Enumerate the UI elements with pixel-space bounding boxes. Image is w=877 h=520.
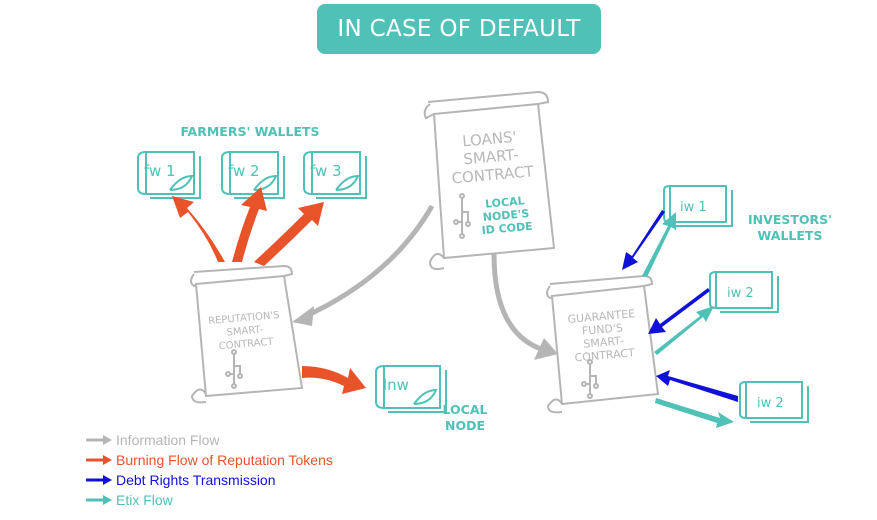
local-node-label-line2: NODE xyxy=(444,418,485,433)
svg-text:iw 2: iw 2 xyxy=(757,396,784,411)
local-node-label: LOCAL NODE xyxy=(440,402,490,434)
wallet-iw2b: iw 2 xyxy=(739,380,809,423)
svg-text:fw 2: fw 2 xyxy=(228,162,260,180)
investors-wallets-label-line2: WALLETS xyxy=(757,228,823,243)
wallet-fw3: fw 3 xyxy=(303,150,367,199)
svg-text:iw 2: iw 2 xyxy=(727,286,754,301)
svg-text:iw 1: iw 1 xyxy=(680,200,707,215)
burn-arrow-lnw xyxy=(302,366,366,394)
legend-label: Debt Rights Transmission xyxy=(116,472,276,488)
burning-flow-arrows xyxy=(172,187,366,394)
etix-flow-arrows xyxy=(642,212,734,428)
orange-arrow-icon xyxy=(86,455,112,465)
svg-text:lnw: lnw xyxy=(383,376,409,394)
legend-item-information: Information Flow xyxy=(86,430,333,450)
leaf-icon xyxy=(253,174,278,191)
page-title: IN CASE OF DEFAULT xyxy=(317,4,601,54)
legend-label: Information Flow xyxy=(116,432,220,448)
reputation-contract-title: REPUTATION'S SMART- CONTRACT xyxy=(198,308,291,355)
legend-item-etix: Etix Flow xyxy=(86,490,333,510)
legend: Information Flow Burning Flow of Reputat… xyxy=(86,430,333,510)
burn-arrow-fw1 xyxy=(172,196,225,262)
debt-rights-arrows xyxy=(622,210,738,402)
svg-text:fw 1: fw 1 xyxy=(144,162,176,180)
wallet-fw1: fw 1 xyxy=(137,150,201,199)
debt-arrow-iw1 xyxy=(622,210,665,270)
wallet-lnw: lnw xyxy=(375,364,447,413)
legend-label: Burning Flow of Reputation Tokens xyxy=(116,452,333,468)
wallet-iw2a: iw 2 xyxy=(709,270,779,313)
etix-arrow-iw2a xyxy=(654,306,714,355)
wallet-iw1: iw 1 xyxy=(663,184,733,227)
leaf-icon xyxy=(169,174,194,191)
investors-wallets-label-line1: INVESTORS' xyxy=(748,212,832,227)
burn-arrow-fw3 xyxy=(254,202,324,266)
investors-wallets-label: INVESTORS' WALLETS xyxy=(740,212,840,244)
svg-text:fw 3: fw 3 xyxy=(310,162,342,180)
teal-arrow-icon xyxy=(86,495,112,505)
legend-label: Etix Flow xyxy=(116,492,173,508)
etix-arrow-iw1 xyxy=(642,212,676,277)
circuit-icon xyxy=(453,193,471,239)
circuit-icon xyxy=(581,359,599,399)
reputation-smart-contract xyxy=(190,264,304,404)
gray-arrow-icon xyxy=(86,435,112,445)
leaf-icon xyxy=(335,174,360,191)
leaf-icon xyxy=(413,388,438,405)
circuit-icon xyxy=(225,349,243,389)
debt-arrow-iw2a xyxy=(648,288,710,334)
farmers-wallets-label: FARMERS' WALLETS xyxy=(180,124,320,139)
legend-item-debt: Debt Rights Transmission xyxy=(86,470,333,490)
burn-arrow-fw2 xyxy=(232,187,267,262)
guarantee-fund-smart-contract xyxy=(546,274,660,414)
wallet-fw2: fw 2 xyxy=(221,150,285,199)
local-node-id-code: LOCAL NODE'S ID CODE xyxy=(474,193,537,237)
etix-arrow-iw2b xyxy=(655,398,734,428)
local-node-label-line1: LOCAL xyxy=(442,402,488,417)
information-flow-arrows xyxy=(292,204,558,360)
guarantee-contract-title: GUARANTEE FUND'S SMART- CONTRACT xyxy=(556,306,650,366)
loans-contract-title: LOANS' SMART- CONTRACT xyxy=(434,125,548,188)
blue-arrow-icon xyxy=(86,475,112,485)
debt-arrow-iw2b xyxy=(656,370,738,402)
loans-smart-contract xyxy=(423,90,556,271)
legend-item-burning: Burning Flow of Reputation Tokens xyxy=(86,450,333,470)
